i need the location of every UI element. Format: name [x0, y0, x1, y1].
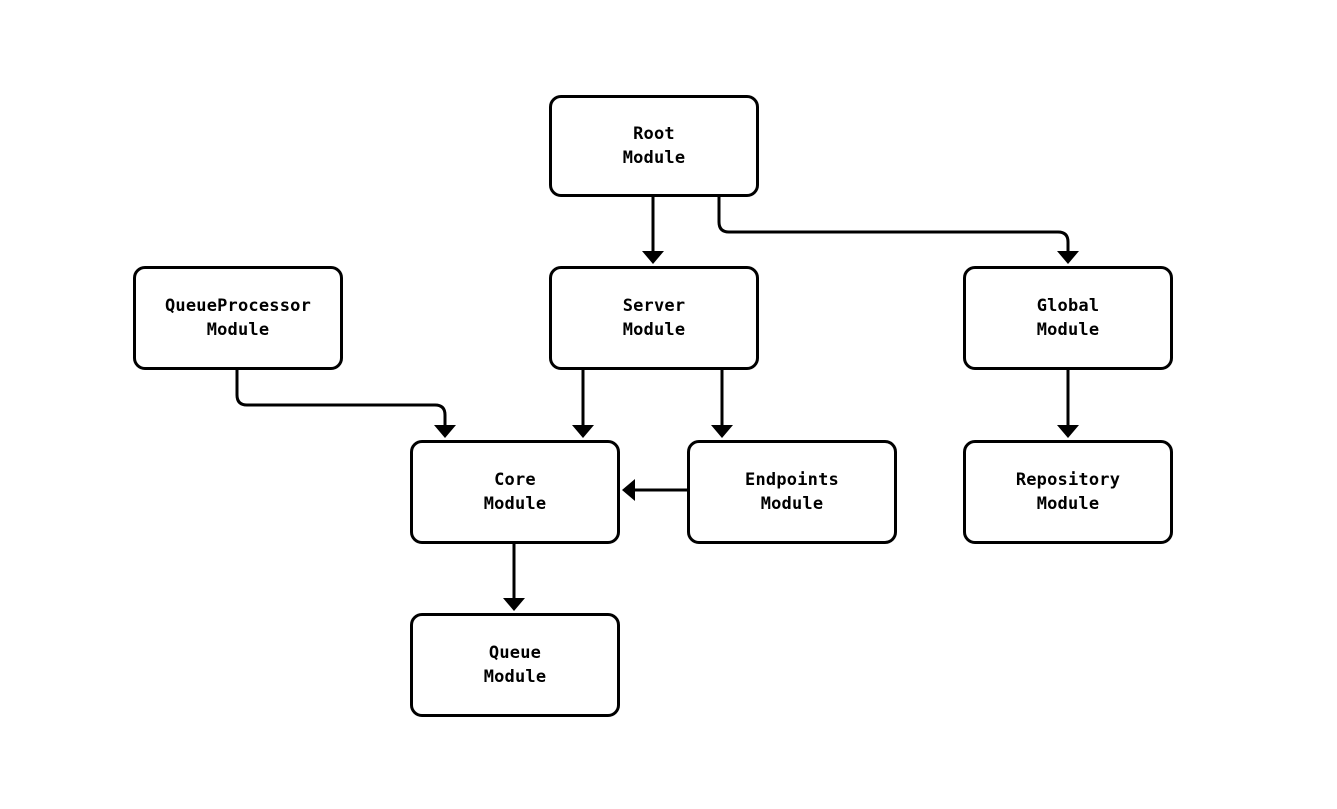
- edge-root-to-global: [717, 197, 1070, 256]
- arrowhead-server-to-core: [572, 425, 594, 438]
- arrowhead-global-to-repository: [1057, 425, 1079, 438]
- arrowhead-core-to-queue: [503, 598, 525, 611]
- edge-queueprocessor-to-core: [235, 370, 447, 430]
- arrowhead-endpoints-to-core: [622, 479, 635, 501]
- arrowhead-root-to-server: [642, 251, 664, 264]
- arrowhead-queueprocessor-to-core: [434, 425, 456, 438]
- arrowhead-root-to-global: [1057, 251, 1079, 264]
- arrowhead-server-to-endpoints: [711, 425, 733, 438]
